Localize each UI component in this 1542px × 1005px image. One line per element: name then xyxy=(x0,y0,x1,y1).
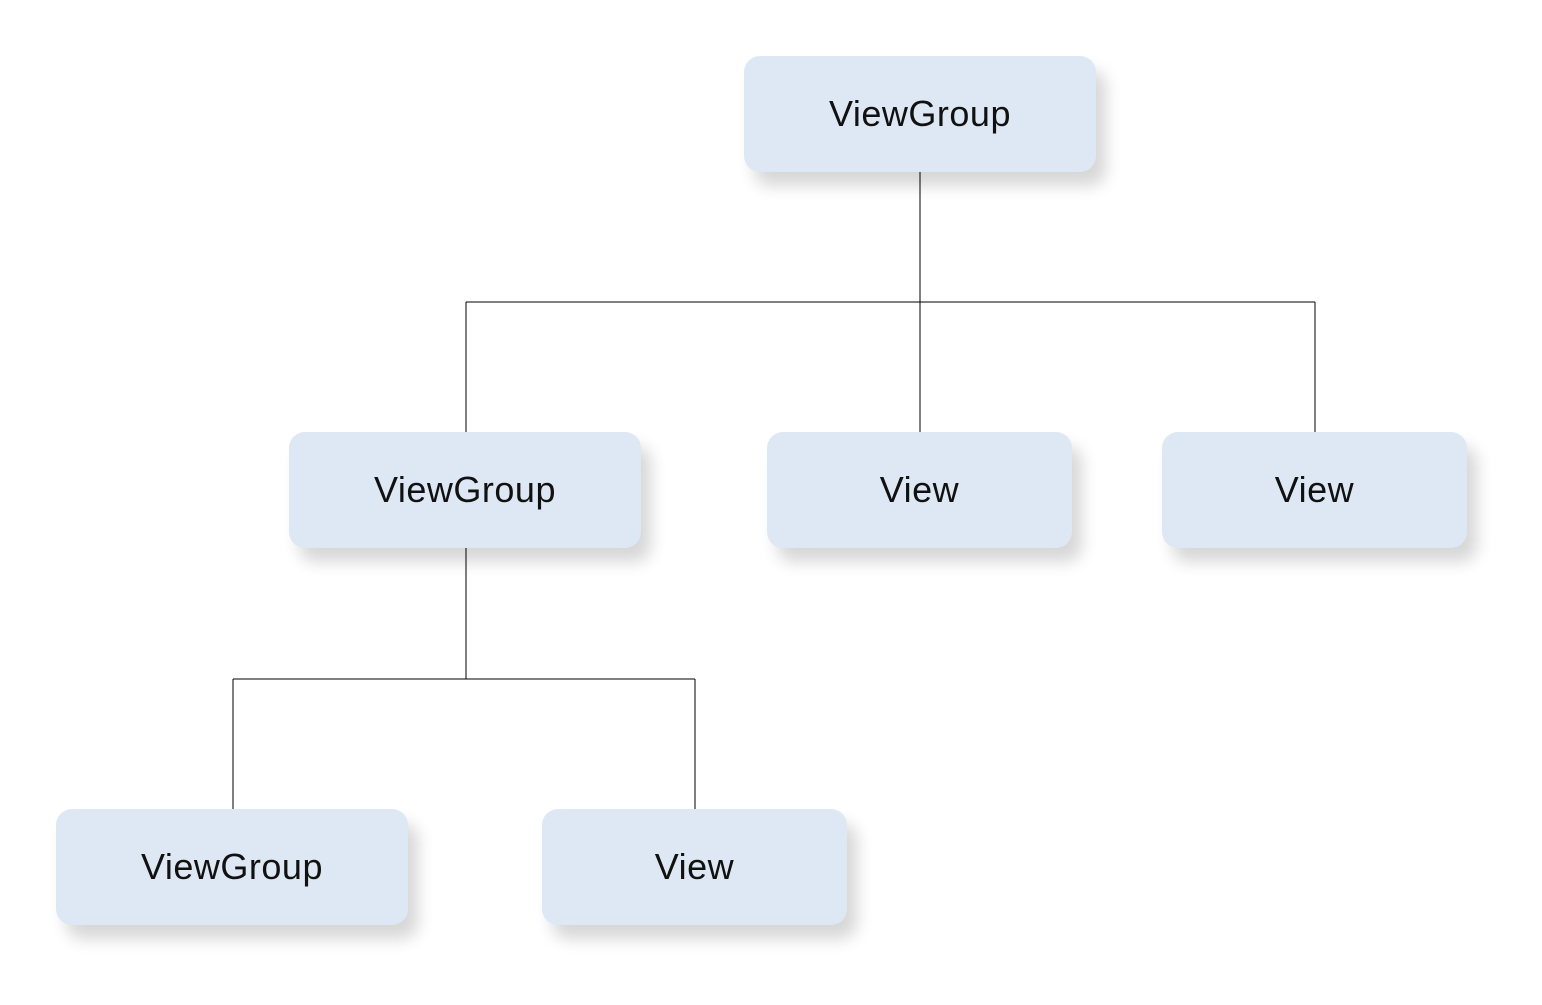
node-level1-viewgroup: ViewGroup xyxy=(289,432,641,548)
node-level2-view: View xyxy=(542,809,847,925)
node-label: ViewGroup xyxy=(141,846,323,887)
node-label: View xyxy=(879,469,960,510)
node-level2-viewgroup: ViewGroup xyxy=(56,809,408,925)
node-level1-view-a: View xyxy=(767,432,1072,548)
node-level1-view-b: View xyxy=(1162,432,1467,548)
node-label: ViewGroup xyxy=(829,93,1011,134)
node-label: View xyxy=(1274,469,1355,510)
node-label: View xyxy=(654,846,735,887)
node-label: ViewGroup xyxy=(374,469,556,510)
node-root-viewgroup: ViewGroup xyxy=(744,56,1096,172)
